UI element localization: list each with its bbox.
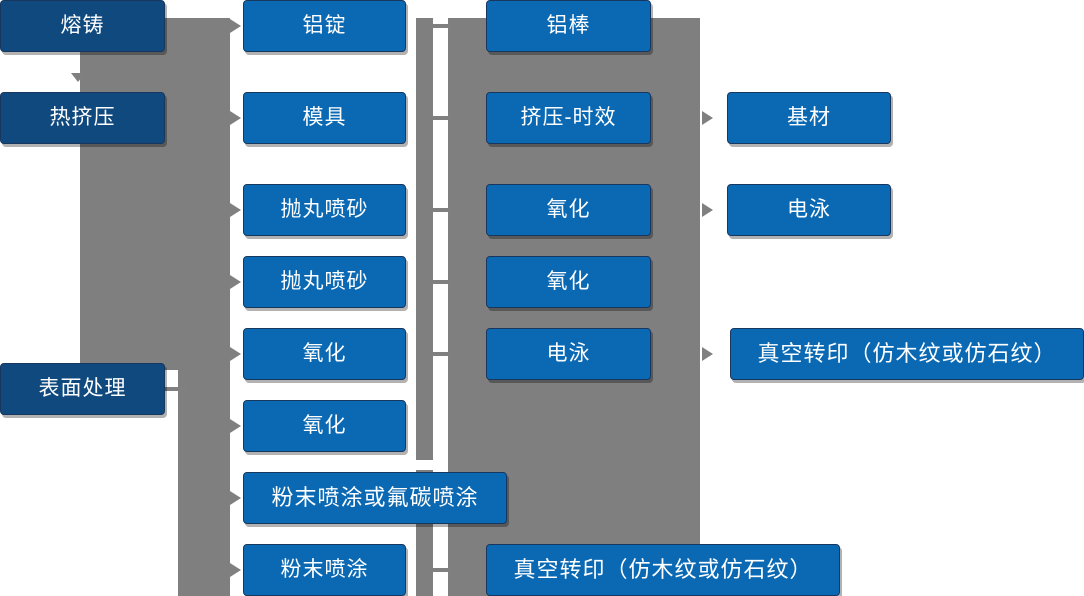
tie-line-row-3 — [430, 208, 452, 212]
node-mould[interactable]: 模具 — [243, 92, 406, 144]
tie-line-row-4 — [430, 280, 452, 284]
node-label: 电泳 — [787, 198, 831, 222]
node-label: 模具 — [302, 106, 347, 130]
left-trunk-connector — [178, 18, 230, 596]
node-label: 真空转印（仿木纹或仿石纹） — [513, 556, 813, 582]
node-shot-blast-1[interactable]: 抛丸喷砂 — [243, 184, 406, 236]
trunk-arrow-powder-fluoro — [230, 491, 241, 505]
node-base-material[interactable]: 基材 — [727, 92, 891, 144]
trunk-arrow-anodize-1 — [230, 347, 241, 361]
trunk-arrow-aluminium-ingot — [230, 19, 241, 33]
node-surface-treatment[interactable]: 表面处理 — [0, 363, 165, 415]
node-powder-or-fluorocarbon[interactable]: 粉末喷涂或氟碳喷涂 — [243, 472, 507, 524]
node-label: 抛丸喷砂 — [280, 270, 369, 294]
node-electrophoresis[interactable]: 电泳 — [486, 328, 651, 380]
node-label: 氧化 — [546, 198, 591, 222]
output-arrow-electro-coat — [702, 203, 713, 217]
mid-thin-bar-upper — [416, 18, 433, 460]
node-vacuum-transfer[interactable]: 真空转印（仿木纹或仿石纹） — [730, 328, 1084, 380]
trunk-arrow-shot-blast-2 — [230, 275, 241, 289]
upper-branch-connector — [80, 18, 180, 370]
tie-line-row-1 — [430, 24, 452, 28]
node-electro-coat[interactable]: 电泳 — [727, 184, 891, 236]
node-melt-cast[interactable]: 熔铸 — [0, 0, 165, 52]
surface-treatment-tie-line — [164, 387, 188, 391]
node-label: 抛丸喷砂 — [280, 198, 369, 222]
node-aluminium-bar[interactable]: 铝棒 — [486, 0, 651, 52]
node-label: 铝棒 — [546, 14, 591, 38]
node-label: 热挤压 — [49, 106, 116, 130]
tie-line-row-6 — [430, 568, 452, 572]
node-extrude-aging[interactable]: 挤压-时效 — [486, 92, 651, 144]
node-label: 氧化 — [302, 414, 347, 438]
output-arrow-vacuum-transfer — [702, 347, 713, 361]
node-label: 表面处理 — [38, 377, 127, 401]
node-powder-coating[interactable]: 粉末喷涂 — [243, 544, 406, 596]
trunk-arrow-anodize-2 — [230, 419, 241, 433]
node-label: 挤压-时效 — [520, 106, 617, 130]
trunk-arrow-shot-blast-1 — [230, 203, 241, 217]
trunk-arrow-mould — [230, 111, 241, 125]
node-vacuum-transfer-bottom[interactable]: 真空转印（仿木纹或仿石纹） — [486, 544, 840, 596]
node-label: 基材 — [787, 106, 831, 130]
node-label: 氧化 — [546, 270, 591, 294]
node-anodize-3[interactable]: 氧化 — [486, 184, 651, 236]
node-anodize-4[interactable]: 氧化 — [486, 256, 651, 308]
melt-to-extrusion-arrowhead — [71, 73, 85, 82]
tie-line-row-2 — [430, 116, 452, 120]
node-hot-extrusion[interactable]: 热挤压 — [0, 92, 165, 144]
node-label: 粉末喷涂或氟碳喷涂 — [271, 484, 479, 510]
node-anodize-1[interactable]: 氧化 — [243, 328, 406, 380]
node-label: 粉末喷涂 — [280, 558, 369, 582]
node-shot-blast-2[interactable]: 抛丸喷砂 — [243, 256, 406, 308]
node-label: 熔铸 — [60, 14, 105, 38]
node-label: 电泳 — [546, 342, 591, 366]
output-arrow-base-material — [702, 111, 713, 125]
node-aluminium-ingot[interactable]: 铝锭 — [243, 0, 406, 52]
node-anodize-2[interactable]: 氧化 — [243, 400, 406, 452]
trunk-arrow-powder-coating — [230, 563, 241, 577]
node-label: 氧化 — [302, 342, 347, 366]
node-label: 真空转印（仿木纹或仿石纹） — [757, 340, 1057, 366]
tie-line-row-5 — [430, 352, 452, 356]
node-label: 铝锭 — [302, 14, 347, 38]
